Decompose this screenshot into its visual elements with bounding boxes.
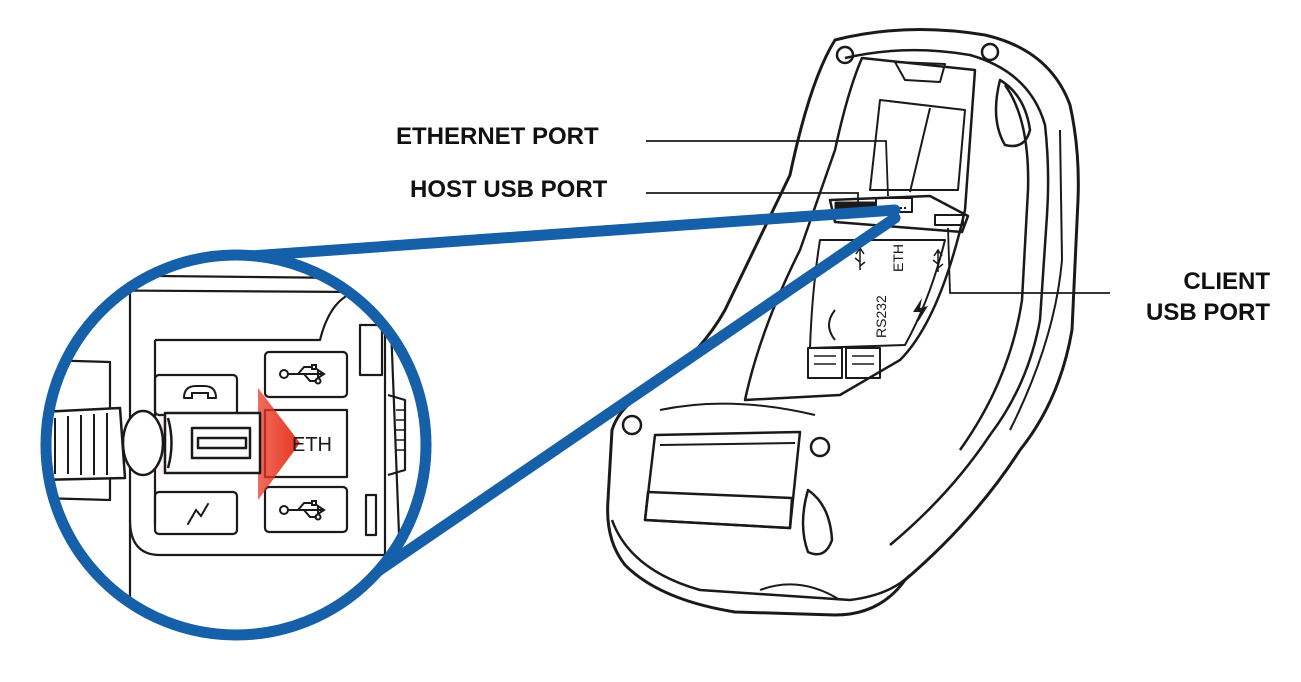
zoom-usb-bay-bottom bbox=[263, 485, 349, 534]
rj-jack-right bbox=[845, 347, 881, 379]
zoom-eth-label: ETH bbox=[292, 434, 332, 456]
client-usb-port-label-line1: CLIENT bbox=[1183, 268, 1270, 295]
device-lightning-icon bbox=[913, 298, 928, 322]
magnifier-ring bbox=[40, 249, 432, 641]
grip-upper-right bbox=[994, 78, 1032, 148]
battery-latch bbox=[894, 61, 946, 83]
usb-icon bbox=[279, 364, 326, 385]
device-phone-icon bbox=[828, 309, 836, 341]
host-usb-port-leader bbox=[646, 192, 859, 204]
callout-leaders bbox=[646, 140, 1110, 294]
payment-terminal bbox=[606, 28, 1080, 617]
port-compartment bbox=[743, 56, 977, 402]
terminal-right-rail bbox=[958, 84, 1030, 451]
ethernet-port-label: ETHERNET PORT bbox=[396, 123, 599, 150]
device-usb-icon-right bbox=[932, 248, 944, 272]
zoom-detail: ETH bbox=[48, 257, 424, 633]
client-usb-port-label-line2: USB PORT bbox=[1145, 299, 1270, 326]
device-rs232-label: RS232 bbox=[873, 295, 889, 338]
battery-block bbox=[869, 99, 966, 191]
device-port-labels: ETH RS232 bbox=[828, 244, 944, 341]
lightning-icon bbox=[187, 503, 209, 525]
device-eth-label: ETH bbox=[890, 244, 906, 272]
magnifier-cone bbox=[230, 204, 901, 586]
grip-lower-right bbox=[801, 488, 834, 556]
terminal-base bbox=[610, 519, 911, 602]
terminal-side-ridge bbox=[1009, 129, 1063, 431]
zoom-power-bay bbox=[153, 490, 239, 536]
printer-bay bbox=[643, 430, 802, 530]
ethernet-port-leader bbox=[646, 140, 889, 197]
paper-slot bbox=[643, 490, 794, 530]
client-usb-slot bbox=[934, 214, 964, 226]
ethernet-cable-plug bbox=[48, 406, 262, 482]
client-usb-port-leader bbox=[947, 227, 1110, 294]
phone-icon bbox=[183, 385, 217, 399]
device-usb-icon-left bbox=[854, 246, 866, 270]
paper-cutter bbox=[659, 402, 816, 416]
host-usb-port-label: HOST USB PORT bbox=[410, 176, 608, 203]
zoom-usb-bay-top bbox=[263, 350, 349, 399]
usb-icon bbox=[279, 500, 326, 521]
rj-jack-left bbox=[807, 347, 843, 379]
client-usb-port-label: CLIENT USB PORT bbox=[1128, 266, 1270, 328]
terminal-inner-rim bbox=[844, 48, 1050, 546]
